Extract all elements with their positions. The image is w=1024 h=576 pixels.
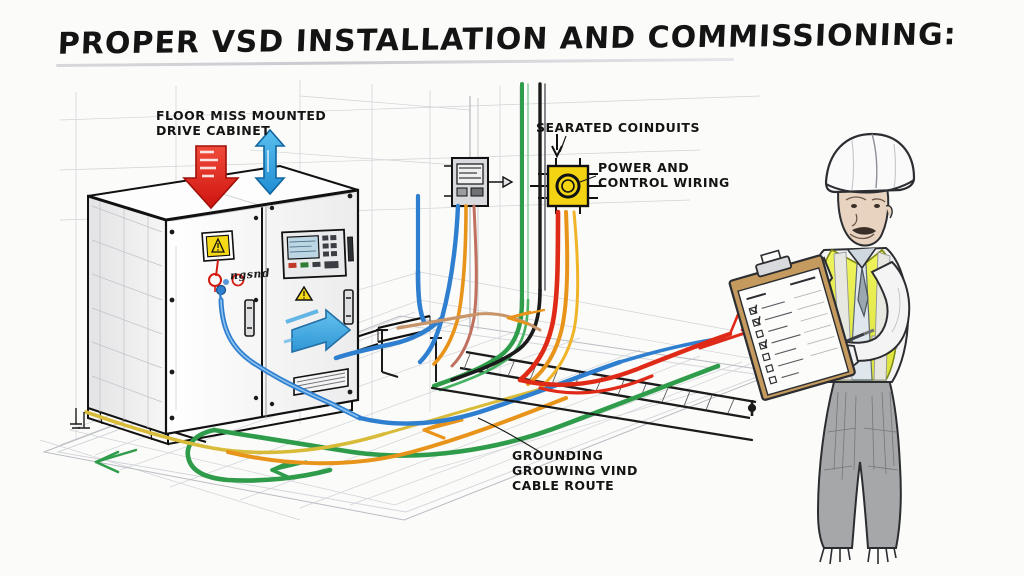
blue-cable-main: [218, 297, 363, 421]
junction-box-left: [444, 157, 514, 207]
label-power-line1: POWER AND: [598, 160, 690, 175]
warning-label-left: [201, 230, 235, 262]
junction-box-yellow: [530, 134, 606, 214]
blue-right-arrow: [283, 308, 352, 354]
label-separated-conduits: SEARATED COINDUITS: [536, 120, 700, 135]
hmi-keypad: [288, 235, 339, 269]
hmi-screen: [286, 235, 320, 260]
cable-bundle-yellow-box: [517, 209, 580, 390]
hard-hat: [824, 132, 916, 194]
label-power-line2: CONTROL WIRING: [598, 175, 730, 190]
back-wall: [469, 86, 521, 336]
black-conduit-run: [450, 288, 542, 382]
cabinet-fasteners: [169, 193, 353, 421]
clipboard-clip: [755, 255, 793, 278]
blue-tray-run: [333, 193, 445, 361]
floor-anchors: [70, 408, 90, 429]
checklist-rows: [748, 289, 838, 385]
door-handle-left: [244, 299, 255, 337]
label-ground-line2: GROUWING VIND: [512, 463, 638, 478]
door-handle-right: [343, 289, 354, 325]
vertical-conduits: [520, 82, 546, 302]
label-ground-line3: CABLE ROUTE: [512, 478, 615, 493]
hmi-panel[interactable]: [281, 228, 354, 280]
blue-double-arrow: [254, 128, 286, 196]
leader-lines: [477, 135, 597, 453]
label-drive-cabinet-line1: FLOOR MISS MOUNTED: [156, 108, 327, 123]
warning-label-right: [294, 285, 314, 301]
label-ground-line1: GROUNDING: [512, 448, 604, 463]
clipboard: [728, 249, 856, 401]
technician-figure: [728, 132, 916, 565]
red-down-arrow: [182, 145, 240, 210]
cable-bundle-left: [417, 203, 478, 368]
label-drive-cabinet-line2: DRIVE CABINET: [156, 123, 271, 138]
vent-grille: [293, 368, 349, 396]
